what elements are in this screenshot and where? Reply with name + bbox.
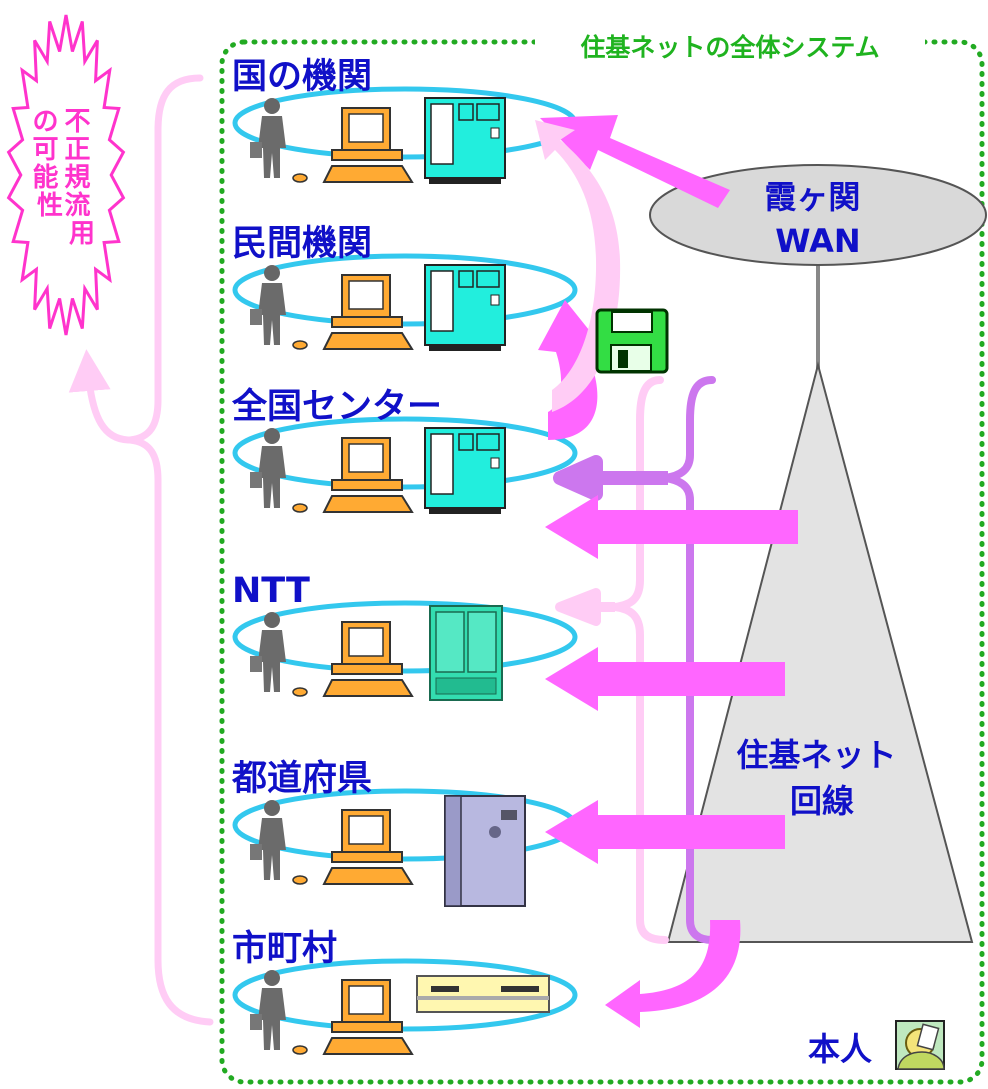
org-label: 国の機関 — [232, 57, 372, 97]
operator-silhouette-icon — [250, 98, 286, 178]
warning-column-1: 不 正 規 流 用 — [64, 107, 99, 249]
org-label: 民間機関 — [232, 224, 372, 264]
system-title: 住基ネットの全体システム — [580, 33, 879, 62]
light-pink-bracket — [614, 376, 669, 944]
person-label: 本人 — [808, 1030, 872, 1068]
juki-line-label: 住基ネット 回線 — [736, 736, 907, 820]
computer-icon — [292, 621, 414, 697]
server-icon — [416, 975, 550, 1013]
magenta-arrows — [540, 115, 798, 864]
network-ring — [232, 416, 578, 490]
operator-silhouette-icon — [250, 265, 286, 345]
operator-silhouette-icon — [250, 612, 286, 692]
server-icon — [424, 264, 506, 351]
arrow-to-center — [545, 495, 798, 559]
org-row: NTT — [232, 571, 578, 701]
arrow-to-ntt — [545, 647, 785, 711]
org-label: 都道府県 — [231, 758, 372, 799]
arrow-to-municipality — [605, 920, 741, 1028]
computer-icon — [292, 809, 414, 885]
arrow-wan-to-national — [540, 115, 730, 208]
operator-silhouette-icon — [250, 970, 286, 1050]
network-ring — [232, 958, 578, 1032]
warning-column-2: の 可 能 性 — [32, 107, 67, 221]
org-label: 全国センター — [231, 386, 442, 427]
network-ring — [232, 253, 578, 327]
computer-icon — [292, 979, 414, 1055]
computer-icon — [292, 107, 414, 183]
purple-arrow — [553, 455, 668, 501]
wan-label: 霞ヶ関 WAN — [764, 178, 871, 260]
server-icon — [424, 427, 506, 514]
wan-ellipse — [649, 164, 987, 266]
computer-icon — [292, 274, 414, 350]
server-icon — [444, 795, 526, 907]
warning-starburst: 不 正 規 流 用 の 可 能 性 — [6, 14, 126, 336]
light-pink-arrow-ntt — [555, 588, 615, 626]
org-row: 国の機関 — [232, 57, 578, 184]
org-row: 都道府県 — [231, 758, 578, 907]
org-label: NTT — [232, 571, 310, 611]
computer-icon — [292, 437, 414, 513]
juki-line-triangle — [666, 361, 974, 943]
org-row: 市町村 — [232, 929, 578, 1055]
server-icon — [429, 605, 503, 701]
operator-silhouette-icon — [250, 800, 286, 880]
network-ring — [232, 600, 578, 674]
operator-silhouette-icon — [250, 428, 286, 508]
server-icon — [424, 97, 506, 184]
left-brace — [129, 74, 214, 1026]
org-row: 全国センター — [231, 386, 578, 514]
org-label: 市町村 — [232, 929, 337, 969]
floppy-disk-icon — [595, 308, 669, 374]
person-icon — [895, 1020, 945, 1070]
misuse-arrow — [68, 349, 131, 444]
org-row: 民間機関 — [232, 224, 578, 351]
network-ring — [232, 86, 578, 160]
arrow-to-prefecture — [545, 800, 785, 864]
